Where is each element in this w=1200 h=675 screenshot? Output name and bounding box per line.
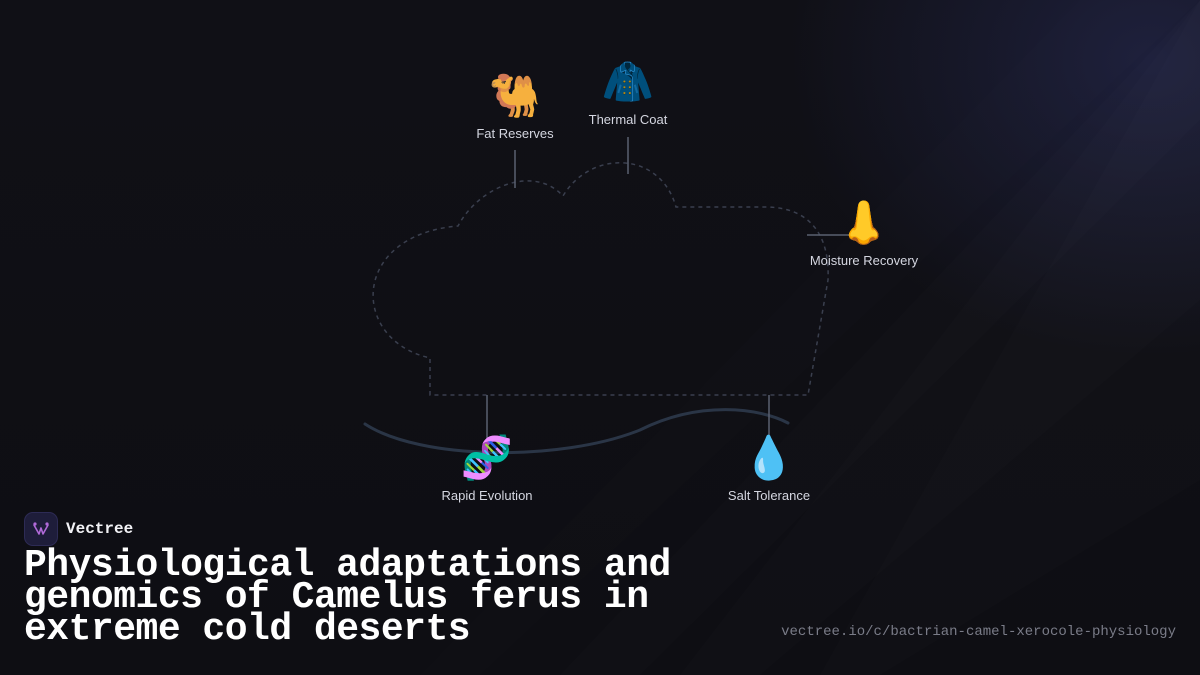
camel-outline	[372, 162, 829, 396]
node-salt-tolerance: 💧 Salt Tolerance	[689, 434, 849, 503]
page-title: Physiological adaptations and genomics o…	[24, 544, 671, 651]
ground-line	[363, 408, 790, 455]
brand[interactable]: Vectree	[24, 512, 133, 546]
coat-icon: 🧥	[601, 58, 655, 105]
dna-icon: 🧬	[460, 434, 514, 481]
node-label: Thermal Coat	[588, 112, 668, 127]
node-label: Rapid Evolution	[441, 488, 533, 503]
node-thermal-coat: 🧥 Thermal Coat	[548, 58, 708, 127]
brand-name: Vectree	[66, 520, 134, 538]
node-rapid-evolution: 🧬 Rapid Evolution	[407, 434, 567, 503]
camel-icon: 🐫	[488, 72, 542, 119]
page-url[interactable]: vectree.io/c/bactrian-camel-xerocole-phy…	[781, 624, 1176, 640]
node-label: Moisture Recovery	[809, 253, 919, 268]
droplet-icon: 💧	[742, 434, 796, 481]
node-fat-reserves: 🐫 Fat Reserves	[435, 72, 595, 141]
nose-icon: 👃	[837, 199, 891, 246]
node-label: Salt Tolerance	[727, 488, 811, 503]
node-label: Fat Reserves	[476, 126, 554, 141]
node-moisture-recovery: 👃 Moisture Recovery	[784, 199, 944, 268]
vectree-logo-icon	[24, 512, 58, 546]
